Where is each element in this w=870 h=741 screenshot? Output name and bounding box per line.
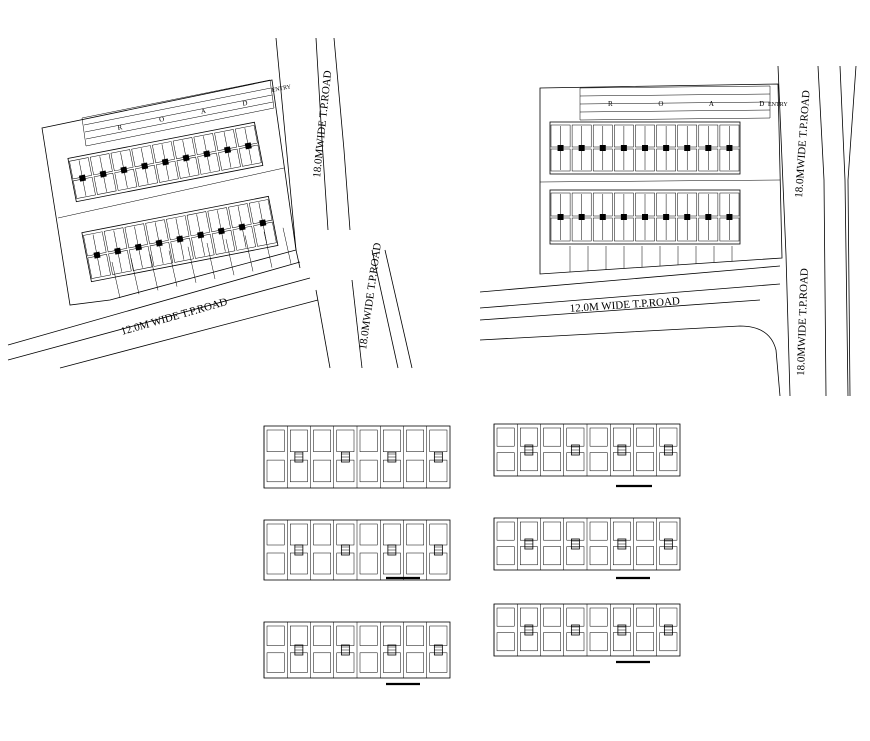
- entry-label: ENTRY: [768, 102, 788, 108]
- floor-plan: [263, 425, 451, 489]
- road-edge: [333, 37, 351, 231]
- road-edge: [59, 299, 319, 369]
- internal-road-label: R O A D: [608, 100, 786, 108]
- floor-plan: [493, 603, 681, 664]
- floor-plan: [263, 519, 451, 581]
- building-block-lower: [81, 195, 279, 283]
- floor-plan: [493, 517, 681, 580]
- road-label-horizontal: 12.0M WIDE T.P.ROAD: [120, 296, 229, 338]
- floor-plan: [493, 423, 681, 488]
- road-edge: [315, 37, 329, 231]
- internal-road: [579, 85, 771, 121]
- site-plan-left: 18.0MWIDE T.P.ROAD 18.0MWIDE T.P.ROAD 12…: [7, 37, 413, 369]
- road-label-vertical-upper: 18.0MWIDE T.P.ROAD: [311, 70, 334, 178]
- road-edge: [7, 277, 311, 361]
- road-edge: [777, 65, 791, 397]
- road-edge: [351, 279, 363, 369]
- road-edge: [479, 299, 761, 321]
- floor-plans-group: [263, 423, 681, 686]
- road-edge: [275, 37, 301, 269]
- road-edge: [479, 283, 781, 309]
- road-edge: [479, 325, 781, 397]
- road-edge: [817, 65, 827, 397]
- site-plan-right: 18.0MWIDE T.P.ROAD 18.0MWIDE T.P.ROAD 12…: [479, 65, 857, 397]
- road-edge: [847, 65, 857, 397]
- road-edge: [479, 265, 781, 293]
- road-label-vertical-lower: 18.0MWIDE T.P.ROAD: [795, 268, 811, 376]
- road-edge: [7, 261, 301, 346]
- floor-plan: [263, 621, 451, 686]
- road-edge: [371, 249, 399, 369]
- road-edge: [839, 65, 849, 397]
- internal-road: [81, 79, 275, 147]
- road-edge: [384, 249, 413, 369]
- road-edge: [315, 289, 331, 369]
- road-label-vertical-lower: 18.0MWIDE T.P.ROAD: [357, 242, 384, 350]
- building-block-upper: [67, 121, 264, 203]
- plot-boundary: [539, 83, 783, 275]
- plot-boundary: [41, 79, 297, 306]
- entry-label: ENTRY: [271, 84, 292, 94]
- road-label-horizontal: 12.0M WIDE T.P.ROAD: [569, 295, 680, 315]
- road-label-vertical-upper: 18.0MWIDE T.P.ROAD: [793, 90, 812, 198]
